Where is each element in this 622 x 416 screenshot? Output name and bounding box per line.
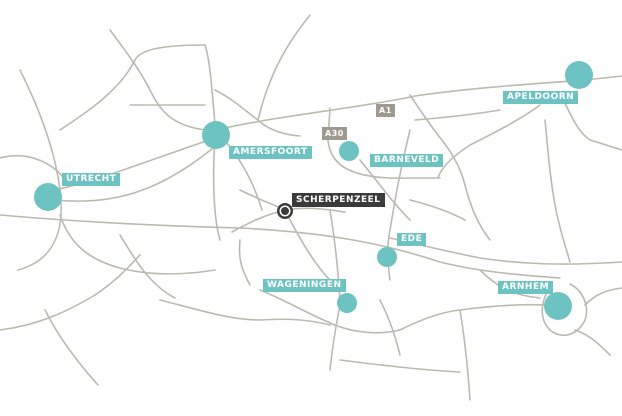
- road: [204, 44, 216, 126]
- road: [541, 283, 588, 336]
- road: [119, 234, 176, 299]
- city-label-utrecht[interactable]: UTRECHT: [62, 173, 121, 186]
- city-marker-utrecht[interactable]: [34, 183, 62, 211]
- road-a1: [224, 79, 586, 129]
- road: [257, 14, 311, 121]
- road: [584, 287, 622, 306]
- road-a12: [0, 214, 561, 279]
- road-network: [0, 14, 622, 401]
- road: [574, 329, 611, 356]
- road: [159, 299, 331, 326]
- road: [339, 359, 461, 373]
- road: [54, 137, 216, 191]
- road-a30: [327, 107, 441, 179]
- road: [459, 309, 471, 401]
- road: [379, 299, 401, 356]
- road: [59, 44, 206, 131]
- road: [54, 137, 226, 202]
- city-marker-apeldoorn[interactable]: [565, 61, 593, 89]
- road: [409, 199, 466, 221]
- road-label-a30: A30: [322, 127, 347, 140]
- road: [214, 89, 259, 121]
- road: [464, 184, 491, 241]
- location-target-icon[interactable]: [277, 203, 293, 219]
- road: [284, 209, 331, 281]
- road: [437, 104, 541, 179]
- city-marker-barneveld[interactable]: [339, 141, 359, 161]
- road: [409, 94, 466, 186]
- road: [0, 155, 66, 181]
- main-location-label[interactable]: SCHERPENZEEL: [292, 193, 385, 207]
- road: [0, 254, 141, 331]
- road: [44, 309, 99, 386]
- road: [329, 304, 341, 371]
- road: [59, 214, 216, 275]
- road: [17, 69, 62, 271]
- city-marker-ede[interactable]: [377, 247, 397, 267]
- road: [259, 289, 401, 334]
- city-marker-wageningen[interactable]: [337, 293, 357, 313]
- city-label-ede[interactable]: EDE: [397, 233, 427, 246]
- road: [414, 109, 501, 121]
- city-marker-amersfoort[interactable]: [202, 121, 230, 149]
- road: [109, 29, 206, 131]
- city-label-barneveld[interactable]: BARNEVELD: [370, 154, 444, 167]
- city-label-apeldoorn[interactable]: APELDOORN: [503, 91, 579, 104]
- road: [212, 139, 221, 241]
- city-label-wageningen[interactable]: WAGENINGEN: [263, 279, 346, 292]
- road: [257, 119, 301, 137]
- city-marker-arnhem[interactable]: [544, 292, 572, 320]
- city-label-amersfoort[interactable]: AMERSFOORT: [229, 146, 312, 159]
- city-label-arnhem[interactable]: ARNHEM: [498, 281, 554, 294]
- road: [238, 239, 251, 286]
- road: [359, 159, 411, 221]
- road: [399, 303, 546, 331]
- road-label-a1: A1: [376, 104, 395, 117]
- road: [544, 119, 571, 263]
